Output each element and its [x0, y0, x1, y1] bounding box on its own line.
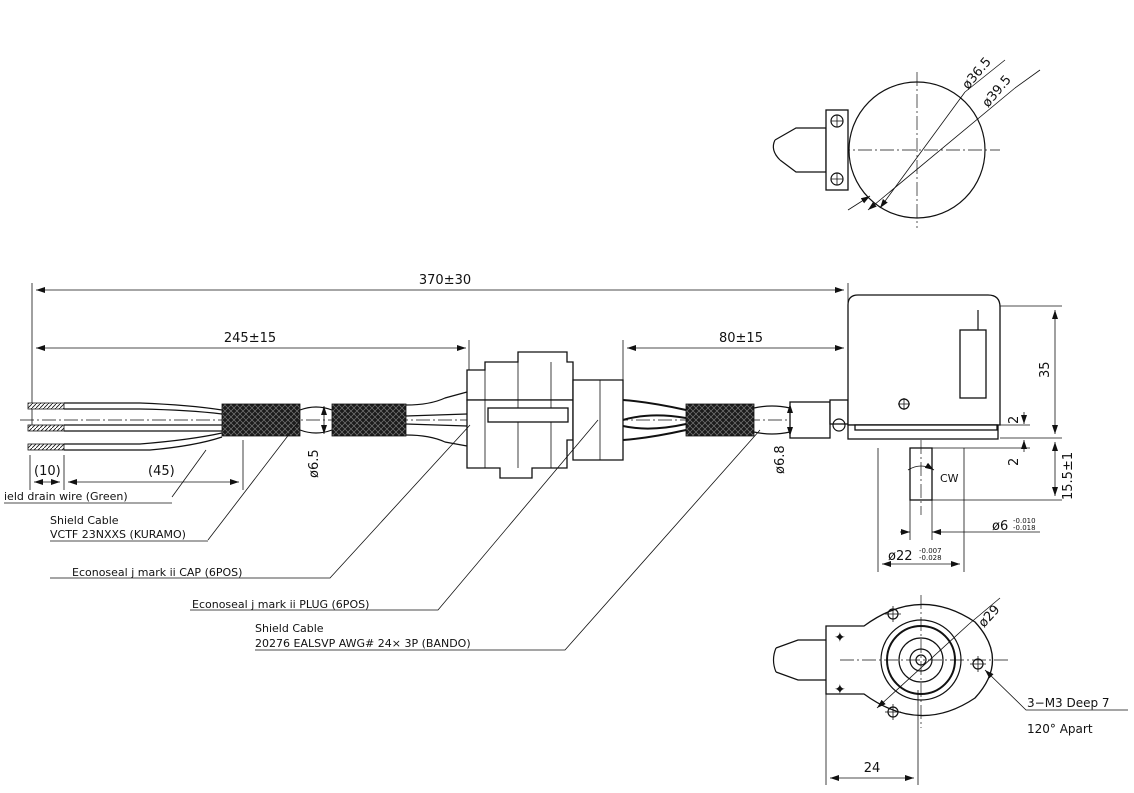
- dim-rotation-direction: CW: [940, 472, 959, 485]
- dim-top-view-diameter-outer: ø39.5: [980, 73, 1015, 111]
- dim-overall-length: 370±30: [419, 273, 471, 288]
- label-mounting-holes: 3−M3 Deep 7: [1027, 696, 1110, 710]
- dim-length-connector-to-encoder: 80±15: [719, 331, 763, 346]
- label-shield-cable-1-spec: VCTF 23NXXS (KURAMO): [50, 528, 186, 541]
- bottom-view: ✦ ✦ ø29 3−M3 Deep 7 120° Apart 24: [772, 595, 1128, 785]
- label-shield-cable-2: Shield Cable: [255, 622, 324, 635]
- dim-body-height: 35: [1038, 361, 1053, 378]
- dim-strip-length: (10): [34, 464, 61, 479]
- dim-shaft-diameter-tol-lower: -0.018: [1013, 524, 1036, 532]
- label-mounting-holes-spacing: 120° Apart: [1027, 722, 1093, 736]
- dim-flange-thickness-b: 2: [1007, 458, 1022, 466]
- dim-cable-diameter-left: ø6.5: [307, 449, 322, 478]
- dim-top-view-diameter-inner: ø36.5: [960, 55, 995, 93]
- dim-width: 24: [864, 761, 881, 776]
- cable-side-view: 370±30 245±15 80±15: [4, 273, 1076, 651]
- dim-shaft-diameter-tol-upper: -0.010: [1013, 517, 1036, 525]
- dim-flange-thickness-a: 2: [1007, 416, 1022, 424]
- svg-text:✦: ✦: [834, 630, 846, 646]
- label-shield-cable-1: Shield Cable: [50, 514, 119, 527]
- dim-length-to-connector: 245±15: [224, 331, 276, 346]
- dim-bolt-circle-diameter: ø29: [976, 602, 1004, 630]
- dim-pilot-diameter: ø22: [888, 549, 913, 564]
- top-view: ø36.5 ø39.5: [772, 55, 1041, 228]
- label-shield-cable-2-spec: 20276 EALSVP AWG# 24× 3P (BANDO): [255, 637, 471, 650]
- label-cap: Econoseal j mark ii CAP (6POS): [72, 566, 242, 579]
- dim-shaft-diameter: ø6: [992, 519, 1008, 534]
- svg-text:✦: ✦: [834, 682, 846, 698]
- dim-pilot-diameter-tol-lower: -0.028: [919, 554, 942, 562]
- dim-pilot-diameter-tol-upper: -0.007: [919, 547, 942, 555]
- dim-breakout-length: (45): [148, 464, 175, 479]
- label-plug: Econoseal j mark ii PLUG (6POS): [192, 598, 369, 611]
- label-shield-drain: ield drain wire (Green): [4, 490, 128, 503]
- dim-shaft-length: 15.5±1: [1061, 452, 1076, 500]
- dim-cable-diameter-right: ø6.8: [773, 445, 788, 474]
